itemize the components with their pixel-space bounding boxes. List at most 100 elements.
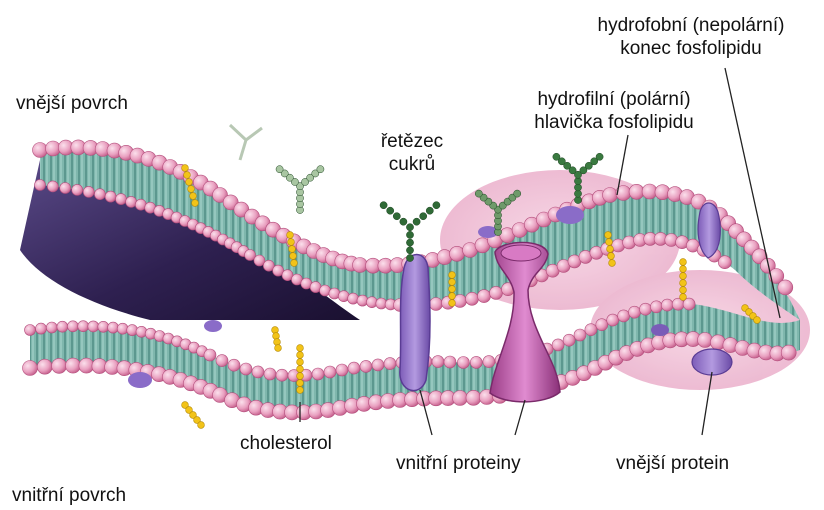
phospholipid-head bbox=[618, 310, 630, 322]
sugar-bead bbox=[514, 190, 521, 197]
cholesterol-bead bbox=[754, 317, 761, 324]
label-integral-proteins: vnitřní proteiny bbox=[396, 452, 521, 475]
phospholipid-head bbox=[105, 191, 116, 202]
cholesterol-bead bbox=[297, 352, 304, 359]
cholesterol-bead bbox=[288, 239, 295, 246]
peripheral-protein-shape bbox=[692, 349, 732, 375]
cholesterol-bead bbox=[186, 179, 193, 186]
faded-sugar-chain bbox=[230, 125, 262, 160]
cholesterol-bead bbox=[606, 239, 613, 246]
phospholipid-head bbox=[360, 360, 372, 372]
sugar-bead bbox=[413, 218, 420, 225]
cholesterol-bead bbox=[297, 387, 304, 394]
phospholipid-head bbox=[52, 358, 67, 373]
phospholipid-head bbox=[478, 290, 491, 303]
phospholipid-head bbox=[37, 359, 52, 374]
cholesterol-bead bbox=[680, 287, 687, 294]
phospholipid-head bbox=[72, 184, 83, 195]
sugar-bead bbox=[406, 247, 413, 254]
sugar-bead bbox=[406, 254, 413, 261]
integral-protein-left bbox=[400, 255, 430, 391]
phospholipid-head bbox=[204, 349, 216, 361]
phospholipid-head bbox=[324, 366, 336, 378]
cholesterol-bead bbox=[297, 366, 304, 373]
cholesterol-bead bbox=[608, 253, 615, 260]
cholesterol-bead bbox=[291, 260, 298, 267]
phospholipid-head bbox=[444, 356, 456, 368]
phospholipid-head bbox=[596, 319, 608, 331]
cholesterol-bead bbox=[274, 339, 281, 346]
phospholipid-head bbox=[78, 321, 89, 332]
cholesterol-bead bbox=[188, 186, 195, 193]
phospholipid-head bbox=[650, 301, 662, 313]
phospholipid-head bbox=[483, 356, 495, 368]
cholesterol-bead bbox=[182, 165, 189, 172]
cholesterol-bead bbox=[680, 294, 687, 301]
sugar-bead bbox=[387, 207, 394, 214]
phospholipid-head bbox=[661, 299, 673, 311]
phospholipid-head bbox=[108, 322, 119, 333]
sugar-bead bbox=[400, 218, 407, 225]
phospholipid-head bbox=[607, 314, 619, 326]
phospholipid-head bbox=[240, 363, 252, 375]
phospholipid-head bbox=[67, 321, 78, 332]
cholesterol-bead bbox=[297, 345, 304, 352]
phospholipid-head bbox=[57, 321, 68, 332]
phospholipid-head bbox=[574, 329, 586, 341]
phospholipid-head bbox=[88, 321, 99, 332]
phospholipid-head bbox=[98, 321, 109, 332]
sugar-bead bbox=[420, 213, 427, 220]
sugar-bead bbox=[393, 213, 400, 220]
sugar-bead bbox=[553, 153, 560, 160]
cholesterol-bead bbox=[297, 373, 304, 380]
cholesterol-bead bbox=[297, 359, 304, 366]
sugar-bead bbox=[475, 190, 482, 197]
cholesterol-bead bbox=[275, 345, 282, 352]
phospholipid-head bbox=[563, 334, 575, 346]
phospholipid-head bbox=[698, 333, 713, 348]
label-sugar-chain-line2: cukrů bbox=[362, 153, 462, 176]
phospholipid-head bbox=[60, 183, 71, 194]
phospholipid-head bbox=[466, 390, 481, 405]
cholesterol-bead bbox=[449, 286, 456, 293]
phospholipid-head bbox=[384, 358, 396, 370]
phospholipid-head bbox=[25, 325, 36, 336]
phospholipid-head bbox=[348, 362, 360, 374]
phospholipid-head bbox=[430, 298, 443, 311]
integral-protein-right bbox=[698, 203, 720, 258]
cholesterol-bead bbox=[449, 279, 456, 286]
label-hydrophobic: hydrofobní (nepolární) konec fosfolipidu bbox=[576, 14, 806, 60]
sugar-bead bbox=[406, 239, 413, 246]
phospholipid-head bbox=[490, 286, 503, 299]
label-hydrophilic-line2: hlavička fosfolipidu bbox=[500, 111, 728, 134]
label-sugar-chain: řetězec cukrů bbox=[362, 130, 462, 176]
phospholipid-head bbox=[126, 196, 137, 207]
phospholipid-head bbox=[781, 345, 796, 360]
cholesterol-bead bbox=[290, 253, 297, 260]
phospholipid-head bbox=[276, 369, 288, 381]
phospholipid-head bbox=[94, 189, 105, 200]
sugar-bead bbox=[380, 202, 387, 209]
phospholipid-head bbox=[552, 339, 564, 351]
phospholipid-head bbox=[585, 324, 597, 336]
leader-integral-channel bbox=[515, 400, 525, 435]
phospholipid-head bbox=[36, 323, 47, 334]
label-hydrophilic-line1: hydrofilní (polární) bbox=[500, 88, 728, 111]
phospholipid-head bbox=[35, 180, 46, 191]
cholesterol-bead bbox=[272, 327, 279, 334]
phospholipid-head bbox=[718, 256, 731, 269]
phospholipid-head bbox=[457, 357, 469, 369]
phospholipid-head bbox=[23, 361, 38, 376]
phospholipid-head bbox=[348, 293, 359, 304]
phospholipid-head bbox=[47, 181, 58, 192]
cholesterol-bead bbox=[680, 273, 687, 280]
sugar-bead bbox=[596, 153, 603, 160]
phospholipid-head bbox=[453, 391, 468, 406]
cholesterol-bead bbox=[680, 266, 687, 273]
cholesterol-bead bbox=[287, 232, 294, 239]
phospholipid-head bbox=[603, 188, 618, 203]
phospholipid-head bbox=[470, 356, 482, 368]
cholesterol-bead bbox=[192, 200, 199, 207]
cholesterol-bead bbox=[297, 380, 304, 387]
